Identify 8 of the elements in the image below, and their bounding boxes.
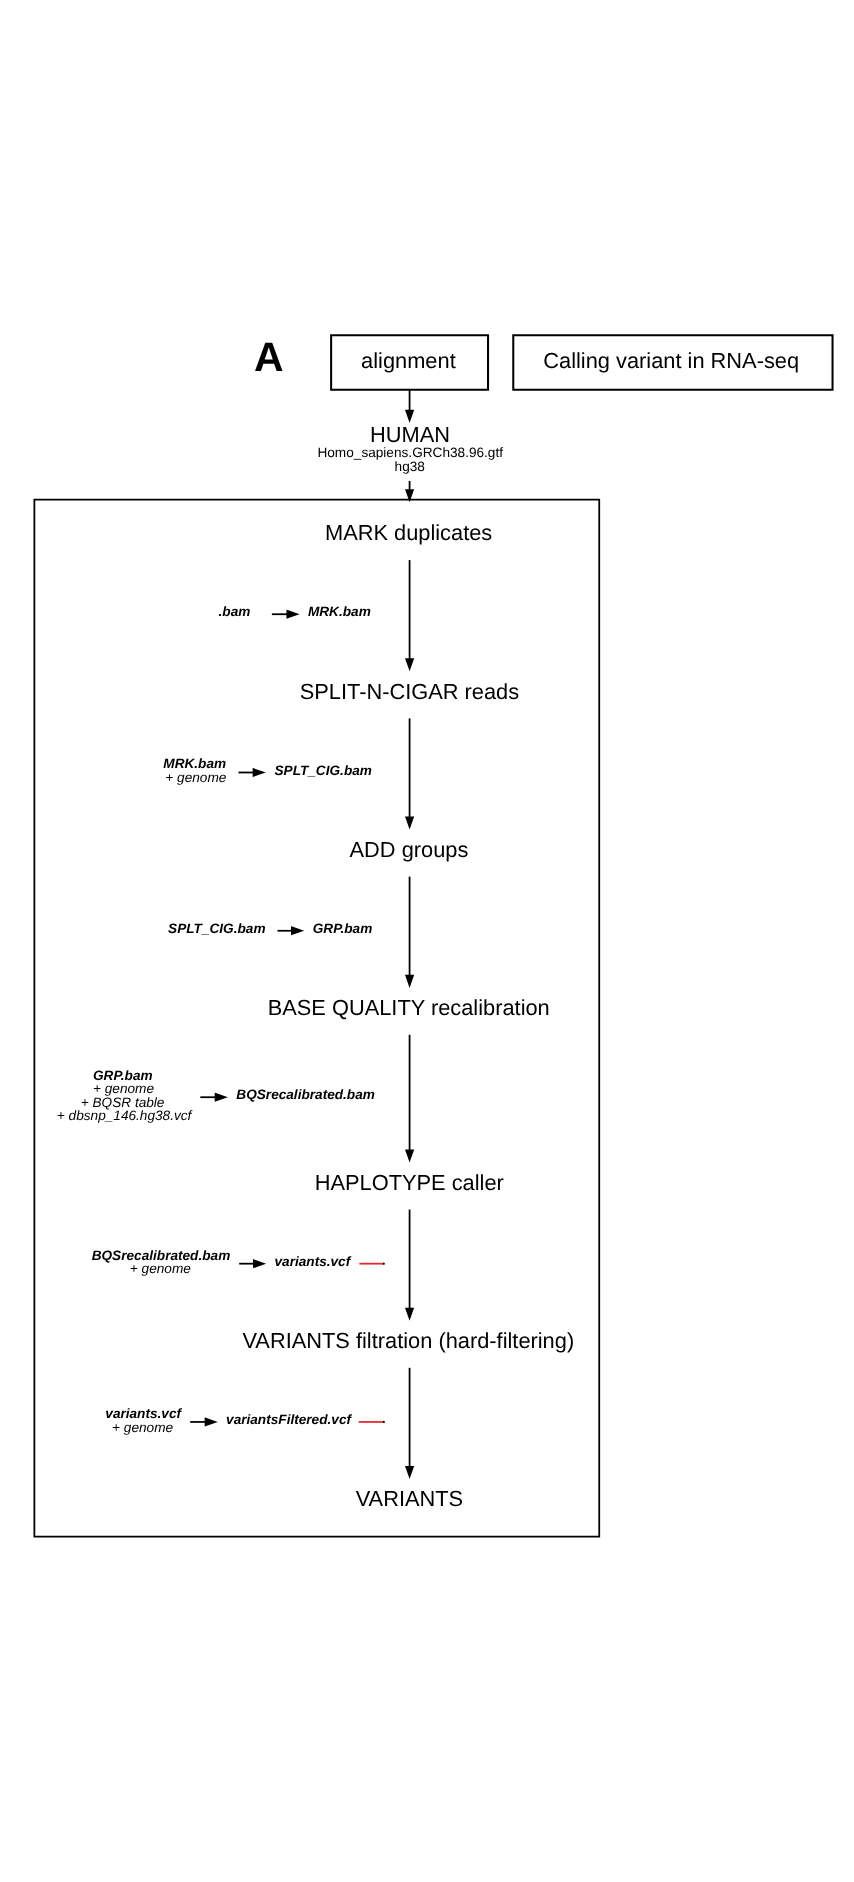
node-text: MARK duplicates <box>323 522 492 547</box>
node-text: VARIANTS filtration (hard-filtering) <box>241 1330 574 1354</box>
node-text: SPLIT-N-CIGAR reads <box>298 680 519 705</box>
node-text: VARIANTS <box>354 1488 463 1513</box>
node-text: HAPLOTYPE caller <box>313 1171 503 1196</box>
node-text: ADD groups <box>348 838 468 863</box>
label: A <box>253 335 283 382</box>
node-text: BASE QUALITY recalibration <box>266 997 549 1022</box>
